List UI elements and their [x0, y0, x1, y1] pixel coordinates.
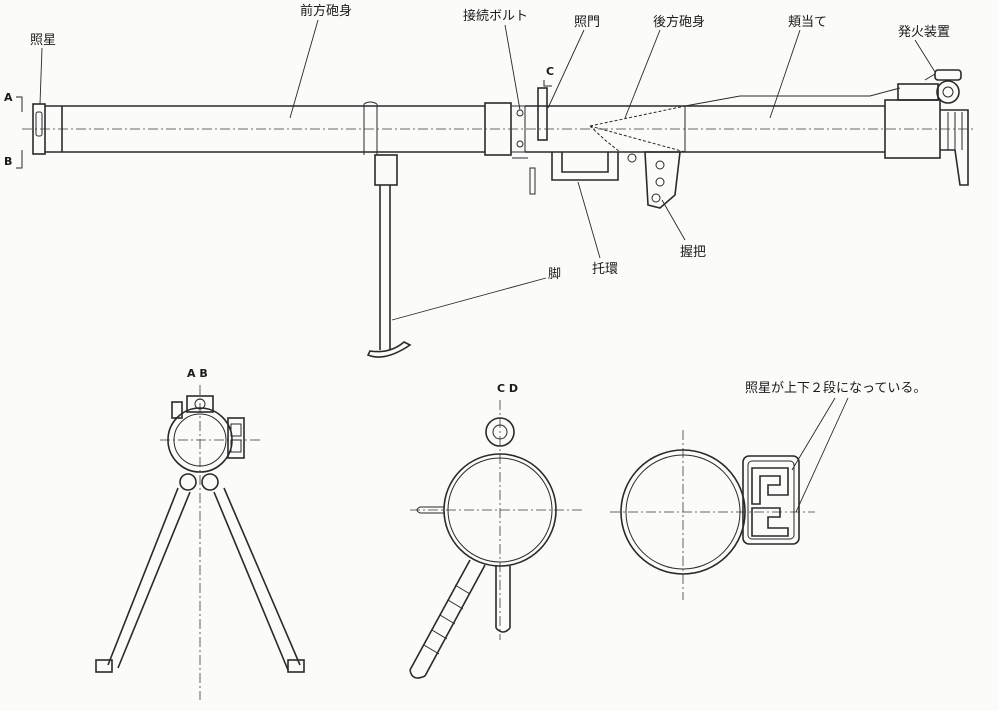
cheek-rest-label: 頬当て [788, 15, 827, 30]
view-cd-label: C D [497, 382, 518, 395]
section-b-label: B [4, 155, 12, 168]
sight-detail-view: 照星が上下２段になっている。 [610, 381, 926, 600]
side-view [32, 69, 969, 358]
front-sight-post [35, 111, 43, 137]
label-rear-barrel: 後方砲身 [624, 14, 705, 119]
label-front-sight: 照星 [30, 33, 56, 105]
rear-sight-plate [537, 87, 548, 141]
front-sight-frame [742, 455, 800, 545]
upper-sight-notch [751, 467, 789, 505]
cheek-rest-rod [684, 87, 901, 107]
label-front-barrel: 前方砲身 [289, 3, 352, 119]
barrel-coupling [484, 102, 536, 195]
section-a-label: A [4, 91, 13, 104]
bipod-leg [366, 154, 412, 358]
front-barrel [45, 101, 485, 155]
label-connecting-bolt: 接続ボルト [463, 8, 528, 111]
label-bipod: 脚 [391, 266, 561, 321]
sight-ring [485, 417, 515, 447]
lower-sight-notch [751, 507, 789, 537]
firing-device-label: 発火装置 [898, 25, 950, 40]
view-ab-label: A B [187, 367, 208, 380]
grip-arm [495, 566, 511, 633]
rear-barrel-label: 後方砲身 [653, 14, 705, 30]
front-sight-label: 照星 [30, 33, 56, 48]
label-cheek-rest: 頬当て [769, 15, 827, 119]
sight-note-label: 照星が上下２段になっている。 [745, 381, 926, 396]
label-trigger-guard: 托環 [577, 181, 618, 277]
rear-barrel [525, 105, 885, 153]
grip [627, 151, 681, 209]
section-c-label: C [546, 65, 554, 78]
barrel-section [443, 453, 557, 567]
trigger-guard-label: 托環 [592, 262, 618, 277]
section-view-cd: C D [409, 382, 585, 679]
section-mark-c: C [543, 65, 554, 87]
front-view-ab: A B [95, 367, 305, 700]
label-firing-device: 発火装置 [898, 25, 950, 73]
trigger-guard [551, 152, 619, 181]
front-barrel-label: 前方砲身 [300, 3, 352, 19]
section-mark-a: A [4, 91, 23, 112]
rear-sight-label: 照門 [574, 15, 600, 30]
label-grip: 握把 [661, 199, 706, 260]
label-rear-sight: 照門 [547, 15, 600, 109]
grip-label: 握把 [680, 245, 706, 260]
breech-end [884, 99, 969, 186]
section-mark-b: B [4, 150, 23, 169]
connecting-bolt-label: 接続ボルト [463, 8, 528, 24]
firing-device [897, 69, 962, 104]
bipod-label: 脚 [548, 266, 561, 282]
